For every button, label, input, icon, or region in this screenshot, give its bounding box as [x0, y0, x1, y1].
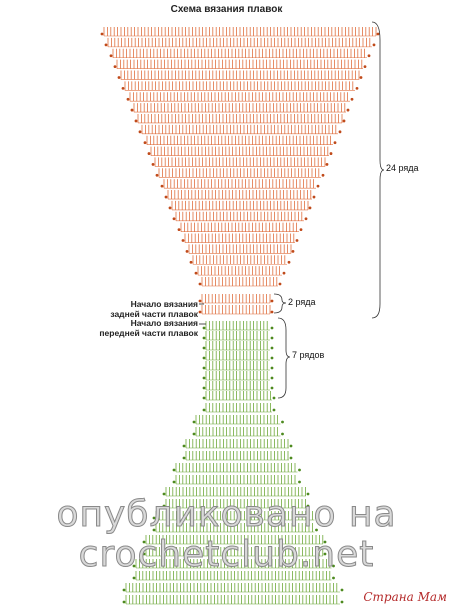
back-row: [117, 70, 363, 80]
front-row: [172, 475, 301, 485]
back-row: [194, 266, 286, 276]
front-row: [202, 331, 274, 341]
front-row: [202, 341, 274, 351]
front-row: [122, 595, 344, 605]
front-row: [152, 523, 318, 533]
front-start-label-line1: Начало вязания: [130, 318, 198, 328]
front-row: [202, 381, 274, 391]
front-row: [162, 487, 310, 497]
back-start-label-line2: задней части плавок: [110, 309, 198, 319]
front-row: [202, 321, 274, 331]
back-row: [151, 157, 329, 167]
front-start-label-line2: передней части плавок: [99, 328, 198, 338]
back-start-label-line1: Начало вязания: [130, 299, 198, 309]
back-row: [113, 59, 367, 69]
front-start-label: Начало вязания передней части плавок: [40, 318, 198, 338]
site-logo: Страна Мам: [363, 590, 447, 604]
watermark-line2: crochetclub.net: [78, 534, 375, 576]
middle-row: [198, 305, 274, 315]
front-row: [182, 439, 293, 449]
front-row: [182, 451, 293, 461]
front-row: [172, 463, 301, 473]
front-row: [202, 361, 274, 371]
front-row: [202, 403, 276, 413]
back-row: [143, 135, 337, 145]
front-row: [192, 427, 284, 437]
back-row: [109, 48, 371, 59]
bracket-label-24-rows: 24 ряда: [386, 163, 419, 173]
front-row: [132, 559, 335, 569]
bracket-7-rows: [277, 317, 291, 399]
front-row: [202, 351, 274, 361]
watermark-line1: опубликовано на: [56, 494, 397, 536]
back-row: [168, 200, 312, 211]
front-row: [162, 499, 310, 509]
front-row: [202, 371, 274, 381]
bracket-2-rows: [273, 293, 287, 314]
back-row: [147, 146, 333, 156]
back-row: [172, 211, 308, 222]
front-row: [132, 571, 335, 581]
bracket-label-7-rows: 7 рядов: [292, 350, 325, 360]
back-row: [160, 179, 320, 189]
front-row: [142, 535, 327, 545]
back-row: [198, 277, 282, 287]
back-row: [181, 233, 299, 243]
back-row: [185, 244, 295, 254]
back-row: [134, 113, 346, 124]
back-row: [177, 222, 303, 232]
bracket-24-rows: [371, 21, 385, 319]
back-row: [155, 168, 325, 178]
chart-title: Схема вязания плавок: [170, 4, 283, 15]
back-row: [138, 124, 342, 135]
back-row: [126, 92, 354, 102]
back-row: [189, 255, 291, 265]
back-row: [130, 103, 350, 113]
front-row: [122, 583, 344, 593]
back-row: [121, 81, 359, 91]
back-row: [164, 190, 316, 200]
back-row: [104, 37, 376, 48]
middle-row: [198, 294, 274, 304]
back-start-label: Начало вязания задней части плавок: [40, 299, 198, 319]
back-row: [100, 27, 380, 37]
front-row: [152, 511, 318, 521]
bracket-label-2-rows: 2 ряда: [288, 297, 316, 307]
front-row: [202, 391, 276, 401]
front-row: [142, 547, 327, 557]
front-row: [192, 415, 284, 425]
